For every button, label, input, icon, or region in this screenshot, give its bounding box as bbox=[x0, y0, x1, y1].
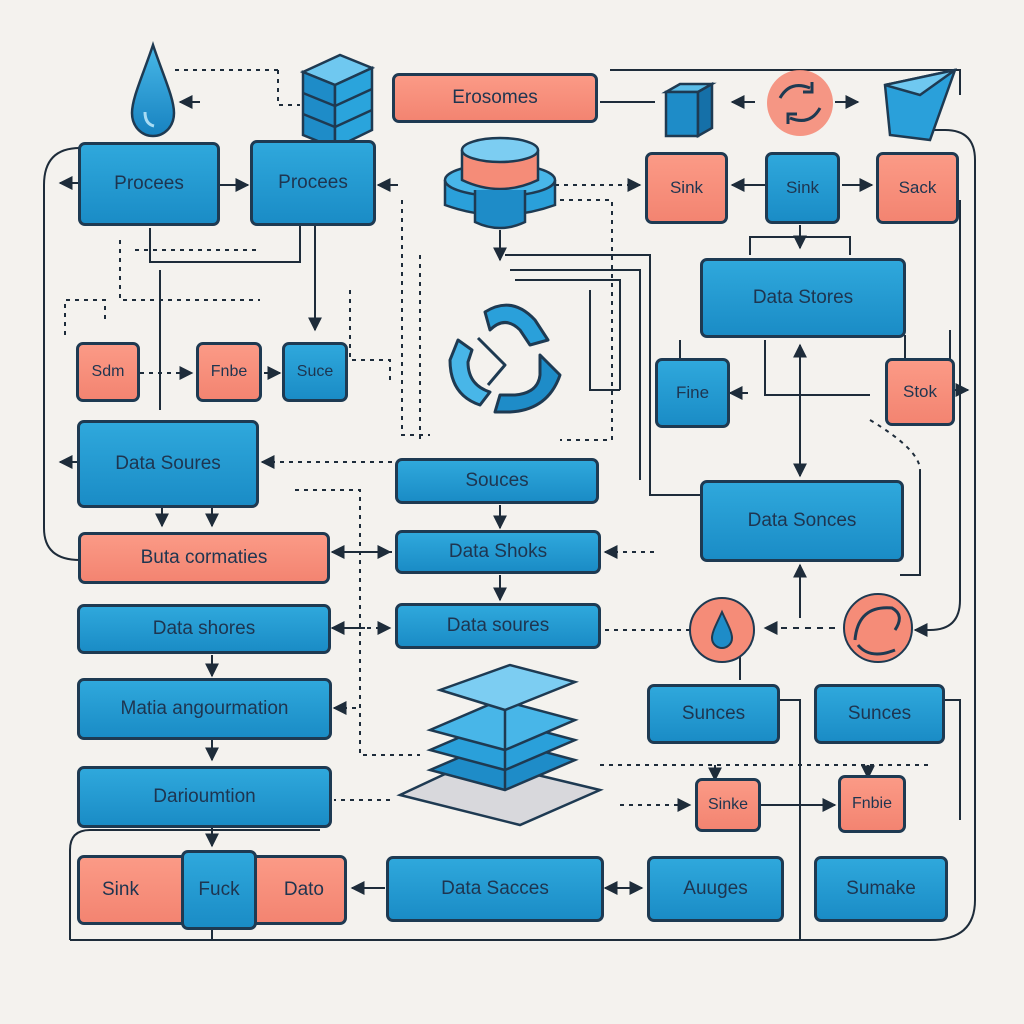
data-sacces-node: Data Sacces bbox=[386, 856, 604, 922]
database-cylinder-icon bbox=[443, 136, 557, 230]
stacked-layers-icon bbox=[396, 663, 604, 827]
buta-cormaties-node: Buta cormaties bbox=[78, 532, 330, 584]
fnbie-node: Fnbie bbox=[838, 775, 906, 833]
data-stores-node: Data Stores bbox=[700, 258, 906, 338]
sink-node-blue: Sink bbox=[765, 152, 840, 224]
sink-label: Sink bbox=[102, 879, 139, 900]
souces-center-node: Souces bbox=[395, 458, 599, 504]
darioumtion-node: Darioumtion bbox=[77, 766, 332, 828]
processes-node-2: Procees bbox=[250, 140, 376, 226]
sumake-node: Sumake bbox=[814, 856, 948, 922]
sink-node-coral: Sink bbox=[645, 152, 728, 224]
stok-node: Stok bbox=[885, 358, 955, 426]
cube-icon bbox=[661, 81, 717, 139]
matia-angourmation-node: Matia angourmation bbox=[77, 678, 332, 740]
sdm-node: Sdm bbox=[76, 342, 140, 402]
sunces-node-1: Sunces bbox=[647, 684, 780, 744]
fuck-node: Fuck bbox=[181, 850, 257, 930]
sinke-node: Sinke bbox=[695, 778, 761, 832]
auuges-node: Auuges bbox=[647, 856, 784, 922]
recycle-logo-icon bbox=[448, 303, 562, 414]
sack-node: Sack bbox=[876, 152, 959, 224]
fine-node: Fine bbox=[655, 358, 730, 428]
sunces-node-2: Sunces bbox=[814, 684, 945, 744]
data-shoks-node: Data Shoks bbox=[395, 530, 601, 574]
data-shores-node: Data shores bbox=[77, 604, 331, 654]
drop-icon bbox=[130, 41, 176, 138]
cycle-arrows-icon bbox=[767, 70, 833, 136]
suce-node: Suce bbox=[282, 342, 348, 402]
connectors bbox=[43, 69, 976, 941]
data-soures-center-node: Data soures bbox=[395, 603, 601, 649]
processes-node-1: Procees bbox=[78, 142, 220, 226]
shield-icon bbox=[883, 68, 957, 142]
dato-label: Dato bbox=[283, 879, 324, 900]
erosomes-node: Erosomes bbox=[392, 73, 598, 123]
drop-circle-icon bbox=[689, 597, 755, 663]
swirl-circle-icon bbox=[843, 593, 913, 663]
server-stack-icon bbox=[299, 53, 376, 150]
data-soures-left-node: Data Soures bbox=[77, 420, 259, 508]
data-sonces-node: Data Sonces bbox=[700, 480, 904, 562]
fnbe-node: Fnbe bbox=[196, 342, 262, 402]
